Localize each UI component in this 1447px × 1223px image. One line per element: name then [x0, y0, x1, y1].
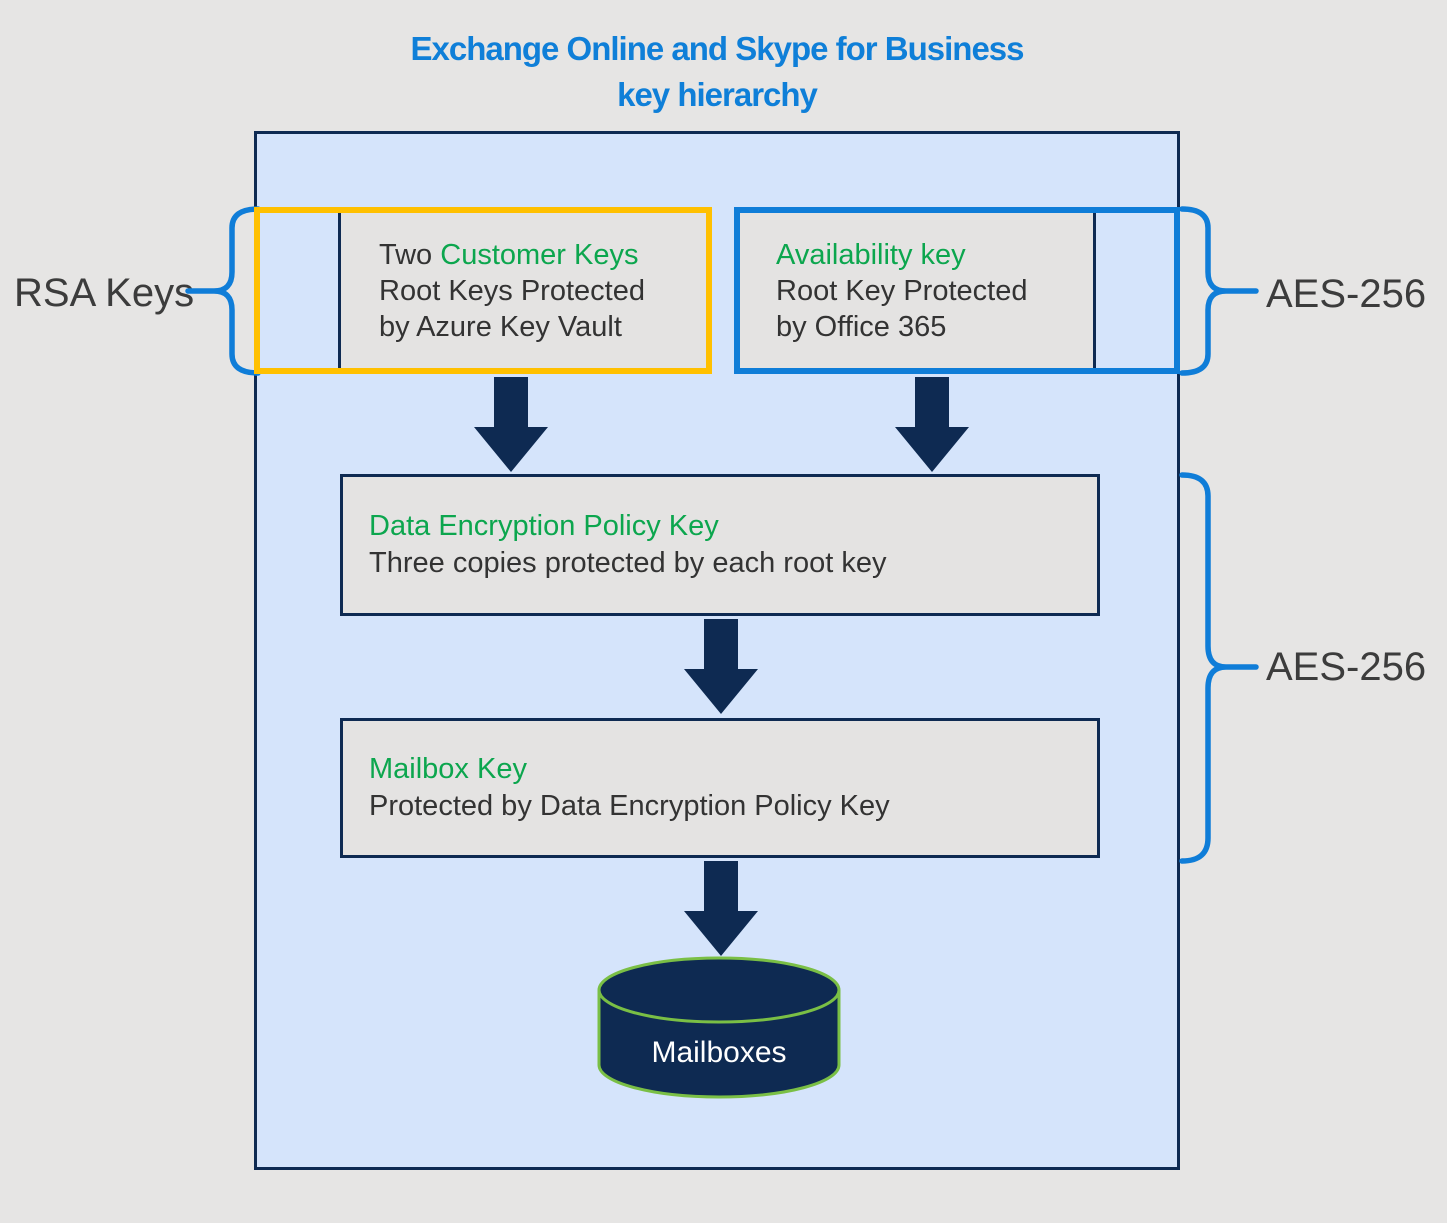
customer-keys-panel: Two Customer Keys Root Keys Protected by… — [338, 213, 706, 368]
rsa-keys-brace-icon — [185, 206, 261, 376]
customer-keys-title: Two Customer Keys — [379, 237, 706, 273]
availability-key-title: Availability key — [776, 238, 966, 271]
customer-keys-title-prefix: Two — [379, 238, 441, 271]
aes-256-middle-label: AES-256 — [1266, 645, 1427, 689]
page-title: Exchange Online and Skype for Business k… — [254, 26, 1180, 118]
availability-key-desc-line-1: Root Key Protected — [776, 274, 1028, 307]
rsa-keys-label: RSA Keys — [14, 271, 195, 315]
mailbox-key-box: Mailbox Key Protected by Data Encryption… — [340, 718, 1100, 858]
mailboxes-label: Mailboxes — [651, 1036, 787, 1069]
availability-key-desc-line-2: by Office 365 — [776, 310, 947, 343]
aes-256-top-label: AES-256 — [1266, 272, 1427, 316]
mailbox-key-title: Mailbox Key — [369, 753, 527, 785]
customer-keys-box: Two Customer Keys Root Keys Protected by… — [254, 207, 712, 374]
dep-key-desc: Three copies protected by each root key — [369, 547, 887, 579]
mailbox-key-desc: Protected by Data Encryption Policy Key — [369, 790, 890, 822]
mailboxes-database-icon — [597, 956, 841, 1099]
availability-key-panel: Availability key Root Key Protected by O… — [740, 213, 1096, 368]
availability-to-dep-arrow-icon — [895, 377, 969, 472]
page-title-line-1: Exchange Online and Skype for Business — [410, 30, 1024, 67]
page-title-line-2: key hierarchy — [617, 76, 818, 113]
customer-to-dep-arrow-icon — [474, 377, 548, 472]
customer-keys-title-name: Customer Keys — [440, 238, 639, 271]
dep-key-title: Data Encryption Policy Key — [369, 510, 719, 542]
dep-to-mailboxkey-arrow-icon — [684, 619, 758, 714]
dep-key-box: Data Encryption Policy Key Three copies … — [340, 474, 1100, 616]
customer-keys-desc-line-2: by Azure Key Vault — [379, 310, 622, 343]
customer-keys-desc-line-1: Root Keys Protected — [379, 274, 645, 307]
aes-256-top-brace-icon — [1179, 206, 1259, 376]
mailboxkey-to-mailboxes-arrow-icon — [684, 861, 758, 956]
availability-key-box: Availability key Root Key Protected by O… — [734, 207, 1180, 374]
aes-256-middle-brace-icon — [1179, 472, 1259, 864]
